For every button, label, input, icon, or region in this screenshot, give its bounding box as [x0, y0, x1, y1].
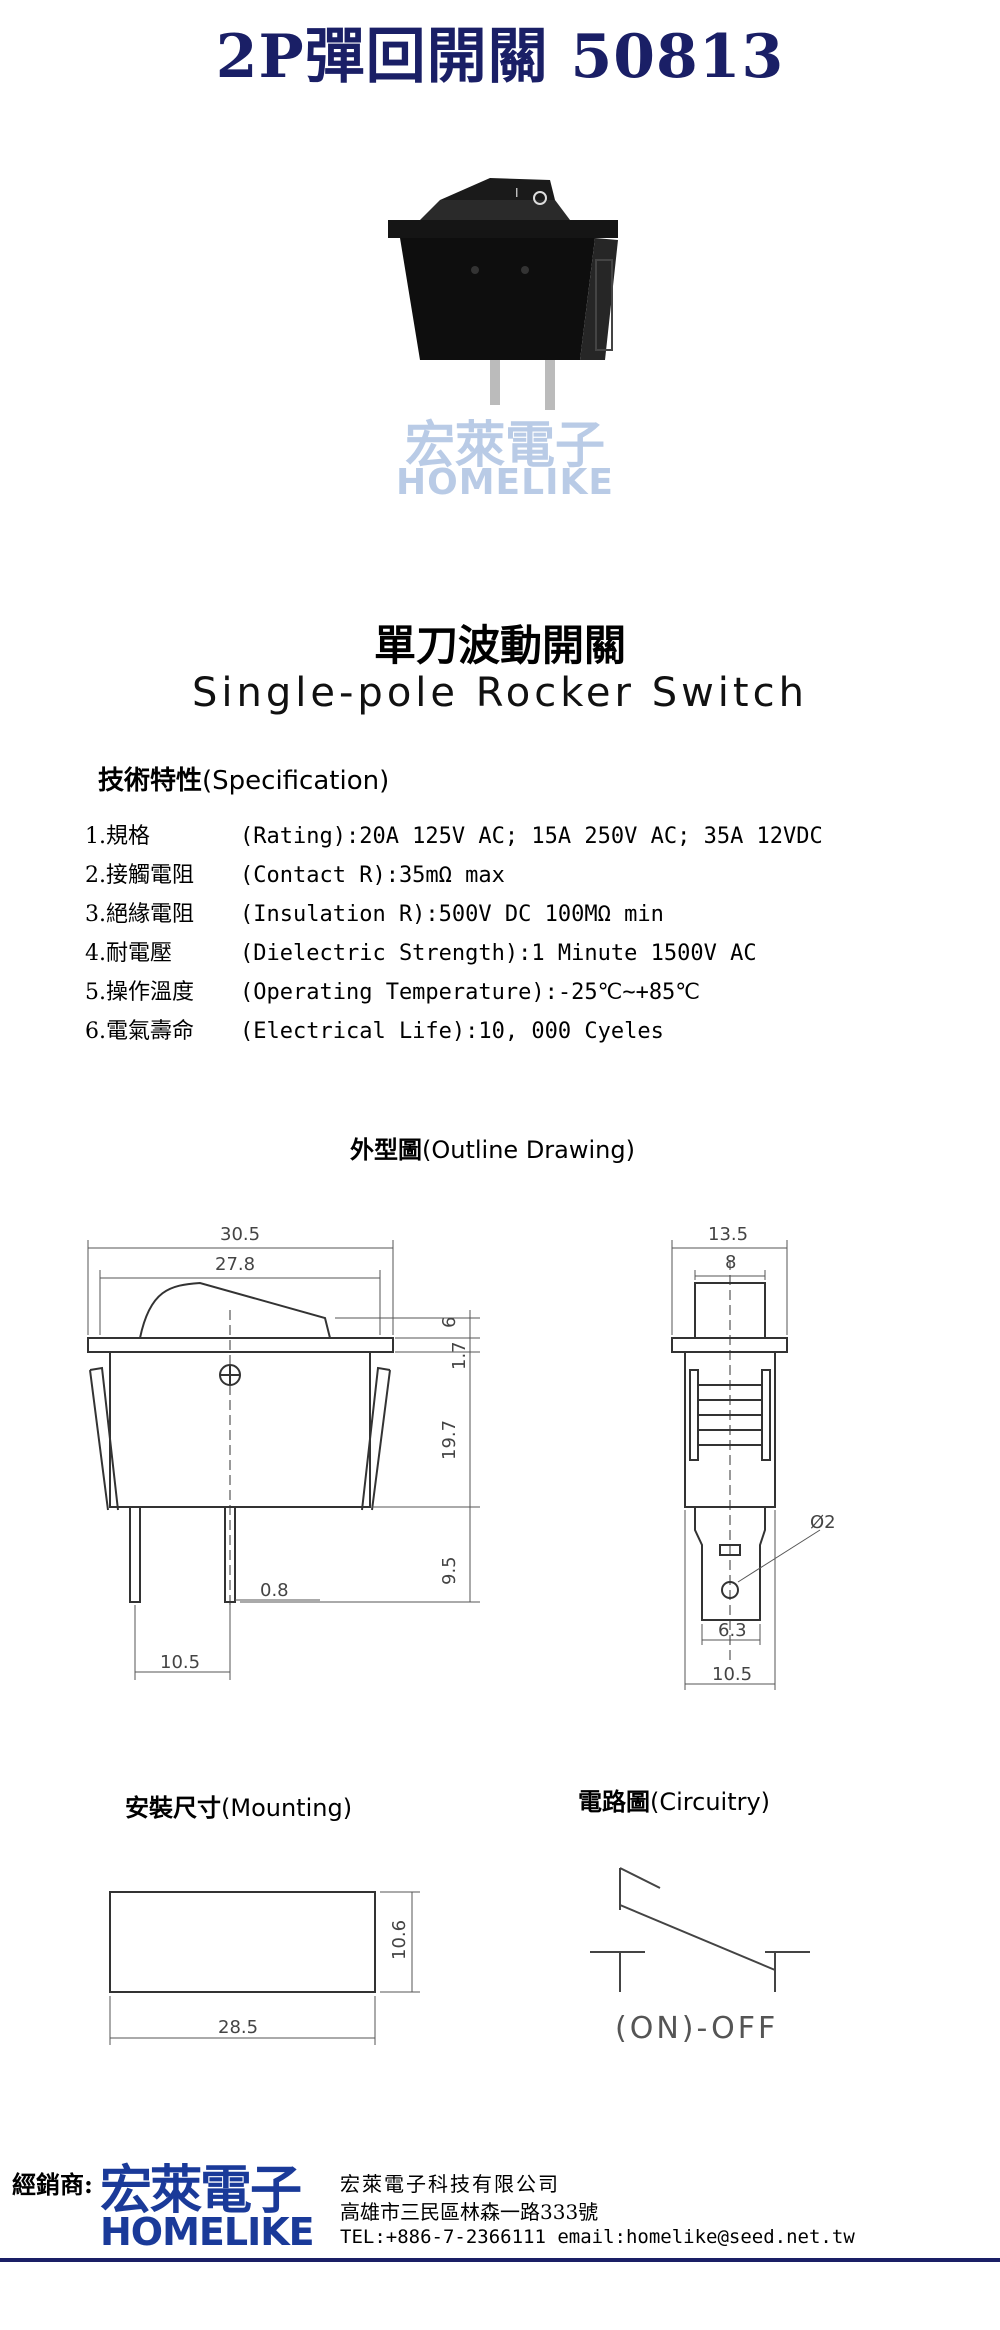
spec-row: 2.接觸電阻 (Contact R):35mΩ max: [85, 857, 505, 889]
circuit-diagram: (ON)-OFF: [590, 1867, 810, 2046]
spec-key: 2.接觸電阻: [85, 863, 194, 888]
dim-label: 10.6: [389, 1920, 410, 1960]
page-title: 2P彈回開關 50813: [215, 22, 785, 92]
dim-label: 0.8: [260, 1580, 289, 1601]
dim-label: 10.5: [712, 1664, 752, 1685]
outline-heading: 外型圖(Outline Drawing): [350, 1130, 635, 1165]
spec-row: 5.操作溫度 (Operating Temperature):-25℃~+85℃: [85, 974, 700, 1006]
spec-value: (Rating):20A 125V AC; 15A 250V AC; 35A 1…: [240, 824, 823, 849]
spec-heading-cn: 技術特性: [98, 766, 203, 796]
outline-heading-en: (Outline Drawing): [422, 1136, 635, 1164]
company-name: 宏萊電子科技有限公司: [340, 2172, 560, 2196]
dim-label: 30.5: [220, 1224, 260, 1245]
dim-label: 10.5: [160, 1652, 200, 1673]
footer-rule: [0, 2258, 1000, 2262]
dim-label: 9.5: [439, 1556, 460, 1585]
circuitry-heading: 電路圖(Circuitry): [578, 1782, 770, 1817]
dim-label: 27.8: [215, 1254, 255, 1275]
dim-label: 6: [439, 1317, 460, 1328]
spec-value: (Insulation R):500V DC 100MΩ min: [240, 902, 664, 927]
outline-heading-cn: 外型圖: [350, 1135, 422, 1164]
side-outline-drawing: 13.5 8 Ø2 6.3 10.5: [671, 1224, 836, 1690]
watermark-cn: 宏萊電子: [405, 416, 605, 474]
product-heading-en: Single-pole Rocker Switch: [192, 670, 808, 716]
company-logo-en: HOMELIKE: [100, 2210, 315, 2254]
dim-label: 28.5: [218, 2017, 258, 2038]
front-outline-drawing: 30.5 27.8 6 1.7 19.7 9.5 0.8 10.5: [87, 1224, 480, 1680]
spec-key: 6.電氣壽命: [85, 1019, 194, 1044]
switch-photo: I: [388, 178, 618, 410]
circuitry-heading-en: (Circuitry): [650, 1788, 771, 1816]
mounting-drawing: 10.6 28.5: [109, 1891, 420, 2045]
dim-label: Ø2: [810, 1512, 836, 1533]
dim-label: 13.5: [708, 1224, 748, 1245]
product-heading-cn: 單刀波動開關: [373, 621, 626, 670]
spec-key: 1.規格: [85, 824, 150, 849]
dim-label: 1.7: [449, 1341, 470, 1370]
dim-label: 6.3: [718, 1620, 747, 1641]
company-contact: TEL:+886-7-2366111 email:homelike@seed.n…: [340, 2226, 855, 2248]
distributor-label: 經銷商:: [12, 2170, 93, 2199]
dim-label: 19.7: [439, 1420, 460, 1460]
spec-key: 5.操作溫度: [85, 980, 194, 1005]
spec-row: 4.耐電壓 (Dielectric Strength):1 Minute 1500…: [85, 935, 757, 967]
svg-text:I: I: [515, 186, 519, 200]
company-logo-cn: 宏萊電子: [100, 2161, 302, 2221]
circuit-label: (ON)-OFF: [615, 2011, 778, 2046]
spec-value: (Operating Temperature):-25℃~+85℃: [240, 980, 701, 1005]
circuitry-heading-cn: 電路圖: [578, 1787, 650, 1816]
spec-heading: 技術特性(Specification): [98, 760, 389, 797]
spec-heading-en: (Specification): [202, 766, 390, 796]
spec-row: 1.規格 (Rating):20A 125V AC; 15A 250V AC; 3…: [85, 818, 823, 850]
watermark-en: HOMELIKE: [396, 462, 614, 503]
mounting-heading-en: (Mounting): [221, 1794, 353, 1822]
spec-value: (Electrical Life):10, 000 Cyeles: [240, 1019, 664, 1044]
spec-value: (Contact R):35mΩ max: [240, 863, 505, 888]
mounting-heading-cn: 安裝尺寸: [125, 1793, 221, 1822]
spec-key: 3.絕緣電阻: [85, 902, 194, 927]
company-address: 高雄市三民區林森一路333號: [340, 2200, 599, 2224]
mounting-heading: 安裝尺寸(Mounting): [125, 1788, 352, 1823]
spec-row: 6.電氣壽命 (Electrical Life):10, 000 Cyeles: [85, 1013, 664, 1045]
spec-row: 3.絕緣電阻 (Insulation R):500V DC 100MΩ min: [85, 896, 664, 928]
spec-key: 4.耐電壓: [85, 941, 172, 966]
dim-label: 8: [725, 1252, 736, 1273]
spec-value: (Dielectric Strength):1 Minute 1500V AC: [240, 941, 757, 966]
